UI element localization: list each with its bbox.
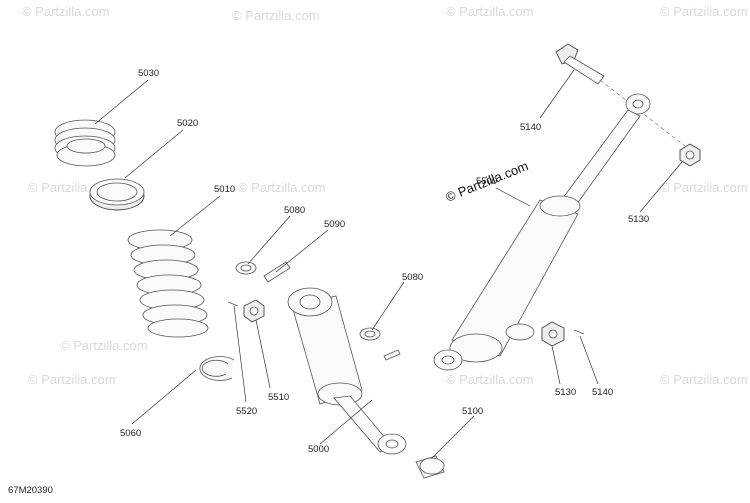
part-5080-bushing <box>235 261 257 275</box>
callout-5080: 5080 <box>402 272 423 283</box>
callout-5520: 5520 <box>236 406 257 417</box>
callout-5090: 5090 <box>324 219 345 230</box>
watermark-layer: © Partzilla.com © Partzilla.com © Partzi… <box>22 4 748 387</box>
callout-5140: 5140 <box>592 387 613 398</box>
part-5140-pin <box>573 329 585 335</box>
watermark: © Partzilla.com <box>60 338 148 353</box>
assembly-axis <box>599 79 691 151</box>
watermark: © Partzilla.com <box>28 372 116 387</box>
part-5080-bushing <box>359 327 381 341</box>
watermark: © Partzilla.com <box>446 372 534 387</box>
callout-5010: 5010 <box>214 184 235 195</box>
watermark: © Partzilla.com <box>232 8 320 23</box>
callout-5510: 5510 <box>268 392 289 403</box>
part-5030-spring-top <box>54 119 116 167</box>
callout-5000: 5000 <box>308 444 329 455</box>
part-5090-sleeve <box>263 261 291 283</box>
watermark: © Partzilla.com <box>660 372 748 387</box>
part-5130-nut <box>679 143 701 167</box>
part-5520-pin <box>227 301 239 307</box>
part-5500-shock <box>433 93 651 371</box>
callout-5030: 5030 <box>138 68 159 79</box>
watermark: © Partzilla.com <box>238 180 326 195</box>
part-5510-nut <box>243 299 265 323</box>
part-5060-clip <box>199 356 235 381</box>
part-5010-spring <box>127 229 209 338</box>
callout-5500: 5500 <box>476 176 497 187</box>
watermark: © Partzilla.com <box>22 4 110 19</box>
callout-5100: 5100 <box>462 406 483 417</box>
watermark: © Partzilla.com <box>660 4 748 19</box>
callout-5020: 5020 <box>177 118 198 129</box>
part-bolt <box>383 349 401 361</box>
part-5000-shock <box>287 287 407 455</box>
part-5130-nut <box>541 321 565 347</box>
callout-5130: 5130 <box>628 214 649 225</box>
callout-5060: 5060 <box>120 428 141 439</box>
part-5100-bushing <box>415 455 445 479</box>
part-5140-bolt <box>555 43 605 85</box>
leader-lines <box>94 69 683 459</box>
callout-5130: 5130 <box>555 387 576 398</box>
watermark: © Partzilla.com <box>660 180 748 195</box>
callout-5080: 5080 <box>284 205 305 216</box>
watermark: © Partzilla.com <box>446 4 534 19</box>
part-5020-ring <box>89 178 145 211</box>
callout-5140: 5140 <box>520 122 541 133</box>
diagram-code: 67M20390 <box>8 485 53 496</box>
callouts: 5030 5020 5010 5060 5080 5090 5080 5520 … <box>120 68 649 455</box>
